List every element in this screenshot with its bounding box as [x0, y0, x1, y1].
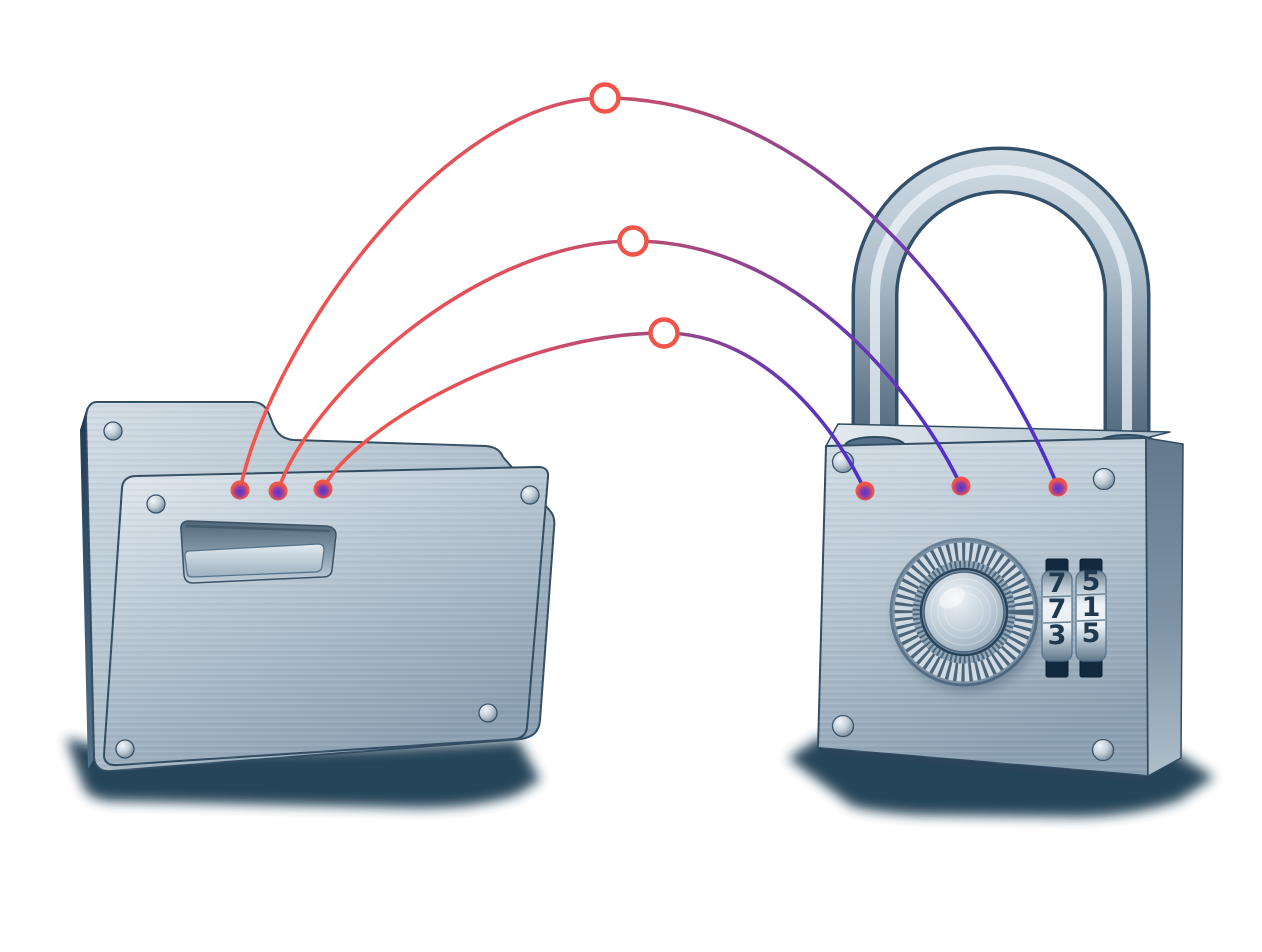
endpoint-dot [230, 480, 250, 500]
dial-digit: 7 [1048, 568, 1067, 599]
padlock-body-side [1145, 437, 1184, 777]
apex-node [617, 225, 649, 257]
combination-padlock: 7 7 3 5 1 5 [788, 146, 1214, 817]
rivet [831, 714, 855, 738]
combination-wheels: 7 7 3 5 1 5 [1041, 558, 1107, 678]
dial-machining-3 [944, 592, 984, 632]
padlock-bottom-rim [818, 748, 1150, 782]
endpoint-dot [951, 476, 971, 496]
apex-node [648, 317, 680, 349]
padlock-rivets [831, 450, 1116, 762]
dial-digit: 5 [1082, 618, 1101, 649]
folder-handle-slot [180, 520, 337, 584]
endpoint-dot [313, 479, 333, 499]
folder-front-texture [104, 467, 549, 766]
apex-node [589, 82, 621, 114]
wheel-band-separators [1042, 593, 1106, 624]
dial-highlight [939, 587, 965, 609]
dial-digit: 5 [1082, 566, 1101, 597]
rivet [146, 494, 166, 514]
handle-lip [184, 543, 325, 578]
rivet [1092, 467, 1116, 491]
dial-knurl-ticks [893, 541, 1035, 683]
dial-digit: 3 [1048, 620, 1067, 651]
rivet [103, 421, 123, 441]
folder-rivets [103, 421, 540, 759]
dial-digit: 1 [1082, 592, 1101, 623]
rivet [520, 485, 540, 505]
dial-digit: 7 [1048, 594, 1067, 625]
dial-machining-1 [930, 578, 998, 646]
endpoint-dot [1048, 477, 1068, 497]
rivet [115, 739, 135, 759]
endpoint-dot [855, 481, 875, 501]
dial-knurl-edge [892, 540, 1036, 684]
metal-folder [66, 401, 556, 808]
handle-slot-inner-shadow [185, 524, 331, 533]
rivet [1091, 738, 1115, 762]
padlock-shackle [851, 146, 1151, 450]
dial-dome [923, 571, 1005, 653]
dial-dome-ring [919, 567, 1009, 657]
rivet [478, 703, 498, 723]
shackle-highlight [870, 165, 1132, 450]
combination-dial [889, 537, 1039, 687]
connection-arcs-layer [230, 82, 1068, 501]
dial-machining-2 [937, 585, 991, 639]
dial-serration-teeth [912, 560, 1016, 664]
endpoint-dot [268, 481, 288, 501]
dial-outer-rim [889, 537, 1039, 687]
wheel-left [1041, 570, 1073, 662]
